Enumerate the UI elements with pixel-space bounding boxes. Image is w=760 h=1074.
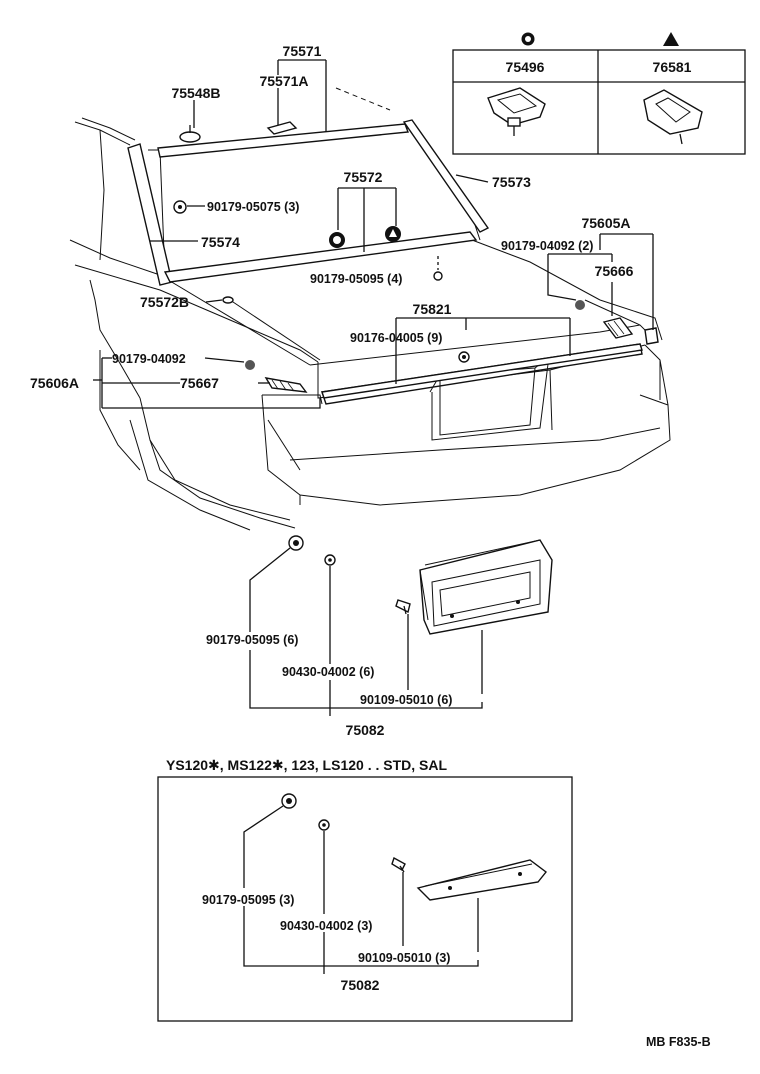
label-75082-upper: 75082: [346, 722, 385, 738]
clip-75571A-icon: [266, 121, 298, 135]
label-75571A: 75571A: [259, 73, 308, 89]
clip-75572B-icon: [222, 296, 234, 304]
license-lamp-housing-icon: [419, 539, 553, 635]
clip-04092-icon: [245, 300, 585, 370]
label-90430-04002-6: 90430-04002 (6): [282, 665, 374, 679]
nut-04002-6-icon: [324, 554, 336, 566]
label-90430-04002-3: 90430-04002 (3): [280, 919, 372, 933]
molding-75573: [402, 119, 490, 233]
clip-04005-icon: [458, 351, 470, 363]
legend-box: 75496 76581: [452, 32, 746, 155]
lamp-bracket-icon: [416, 859, 547, 901]
grommet-05095-3-icon: [281, 793, 297, 809]
label-75082-lower: 75082: [341, 977, 380, 993]
circle-marker-icon: [329, 232, 345, 248]
label-90179-05095-4: 90179-05095 (4): [310, 272, 402, 286]
clip-75496-icon: [487, 87, 546, 136]
clip-75548B-icon: [179, 125, 201, 143]
label-90109-05010-3: 90109-05010 (3): [358, 951, 450, 965]
leader-lines-mid: [249, 547, 483, 716]
screw-05010-6-icon: [395, 599, 411, 615]
molding-75572: [163, 231, 478, 283]
label-90179-05095-6: 90179-05095 (6): [206, 633, 298, 647]
label-90179-04092-2: 90179-04092 (2): [501, 239, 593, 253]
label-90179-05075: 90179-05075 (3): [207, 200, 299, 214]
clip-05095-icon: [433, 256, 443, 281]
label-75572B: 75572B: [140, 294, 189, 310]
clip-76581-icon: [643, 89, 703, 145]
ornament-75667-icon: [264, 377, 308, 393]
variant-heading: YS120✱, MS122✱, 123, LS120 . . STD, SAL: [166, 757, 447, 773]
label-75571: 75571: [283, 43, 322, 59]
label-75573: 75573: [492, 174, 531, 190]
triangle-marker-icon: [385, 226, 401, 242]
label-75667: 75667: [180, 375, 219, 391]
label-90179-04092: 90179-04092: [112, 352, 186, 366]
label-75666: 75666: [595, 263, 634, 279]
variant-box: [157, 776, 573, 1022]
nut-04002-3-icon: [318, 819, 330, 831]
molding-75821: [321, 343, 643, 399]
label-75605A: 75605A: [581, 215, 630, 231]
legend-triangle-icon: [663, 32, 679, 46]
molding-75571: [157, 123, 409, 158]
label-90109-05010-6: 90109-05010 (6): [360, 693, 452, 707]
legend-part-76581: 76581: [653, 59, 692, 75]
label-75821: 75821: [413, 301, 452, 317]
figure-code: MB F835-B: [646, 1035, 711, 1049]
ornament-75666-icon: [602, 317, 659, 345]
clip-05075-icon: [173, 200, 187, 214]
label-75548B: 75548B: [171, 85, 220, 101]
label-75606A: 75606A: [30, 375, 79, 391]
leader-lines-bottom: [243, 805, 479, 974]
label-90179-05095-3: 90179-05095 (3): [202, 893, 294, 907]
legend-part-75496: 75496: [506, 59, 545, 75]
molding-75574: [127, 143, 173, 286]
label-75572: 75572: [344, 169, 383, 185]
leader-lines: [93, 59, 654, 409]
screw-05010-3-icon: [391, 856, 406, 873]
callout-labels-top: 75571 75571A 75548B 75573 75572 90179-05…: [30, 43, 634, 391]
grommet-05095-6-icon: [288, 535, 304, 551]
label-75574: 75574: [201, 234, 240, 250]
label-90176-04005: 90176-04005 (9): [350, 331, 442, 345]
